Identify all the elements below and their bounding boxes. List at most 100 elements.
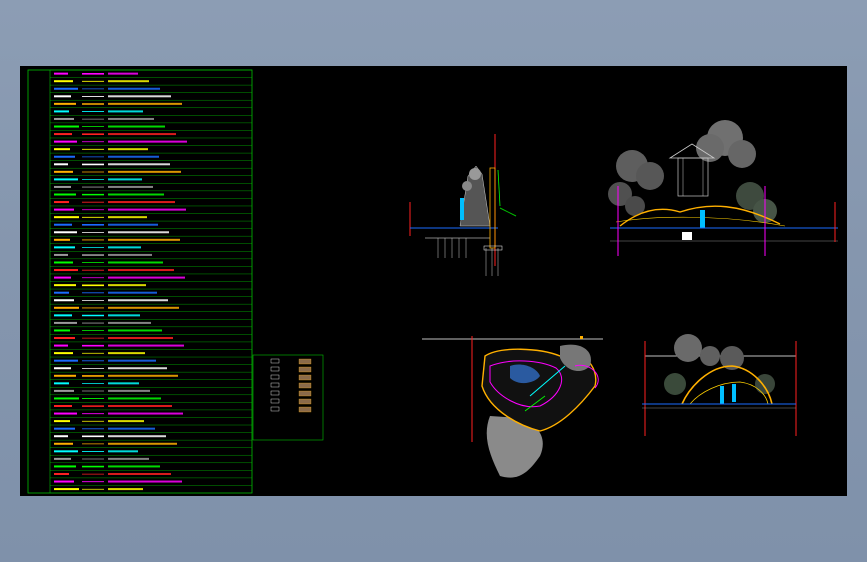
layer-description-mark <box>108 269 174 272</box>
layer-name-mark <box>54 359 78 362</box>
layer-name-mark <box>54 148 70 151</box>
hatch-sample-left <box>270 366 280 372</box>
layer-name-mark <box>54 435 68 438</box>
layer-name-mark <box>54 284 76 287</box>
layer-name-mark <box>54 427 75 430</box>
hatch-sample-right <box>298 366 312 373</box>
layer-description-mark <box>108 314 140 317</box>
layer-description-mark <box>108 442 177 445</box>
layer-description-mark <box>108 125 165 128</box>
layer-description-mark <box>108 321 151 324</box>
layer-description-mark <box>108 216 147 219</box>
site-plan-view <box>422 336 603 478</box>
layer-description-mark <box>108 117 154 120</box>
layer-legend-table <box>27 69 253 494</box>
layer-description-mark <box>108 472 171 475</box>
hatch-sample-left <box>270 382 280 388</box>
layer-description-mark <box>108 148 148 151</box>
layer-name-mark <box>54 72 68 75</box>
layer-description-mark <box>108 238 180 241</box>
layer-description-mark <box>108 87 160 90</box>
layer-name-mark <box>54 299 74 302</box>
layer-name-mark <box>54 314 72 317</box>
layer-name-mark <box>54 238 70 241</box>
layer-description-mark <box>108 208 186 211</box>
layer-name-mark <box>54 374 76 377</box>
layer-name-mark <box>54 201 69 204</box>
layer-description-mark <box>108 359 156 362</box>
layer-name-mark <box>54 246 75 249</box>
layer-description-mark <box>108 276 185 279</box>
layer-name-mark <box>54 276 71 279</box>
layer-name-mark <box>54 291 69 294</box>
layer-name-mark <box>54 344 68 347</box>
layer-description-mark <box>108 140 187 143</box>
layer-description-mark <box>108 397 161 400</box>
hatch-sample-right <box>298 406 312 413</box>
layer-description-mark <box>108 185 153 188</box>
layer-name-mark <box>54 488 79 491</box>
layer-description-mark <box>108 178 142 181</box>
layer-name-mark <box>54 193 76 196</box>
layer-name-mark <box>54 457 71 460</box>
layer-description-mark <box>108 95 171 98</box>
layer-description-mark <box>108 374 178 377</box>
layer-description-mark <box>108 488 143 491</box>
hatch-sample-right <box>298 390 312 397</box>
layer-name-mark <box>54 102 76 105</box>
layer-description-mark <box>108 253 152 256</box>
layer-name-mark <box>54 306 79 309</box>
hatch-sample-left <box>270 406 280 412</box>
layer-description-mark <box>108 299 168 302</box>
layer-name-mark <box>54 480 74 483</box>
layer-description-mark <box>108 133 176 136</box>
layer-name-mark <box>54 140 77 143</box>
cad-model-space[interactable] <box>20 66 847 496</box>
layer-name-mark <box>54 80 73 83</box>
layer-description-mark <box>108 110 143 113</box>
layer-description-mark <box>108 163 170 166</box>
layer-name-mark <box>54 155 75 158</box>
layer-name-mark <box>54 95 71 98</box>
layer-name-mark <box>54 223 72 226</box>
layer-name-mark <box>54 178 78 181</box>
layer-description-mark <box>108 344 184 347</box>
layer-name-mark <box>54 261 73 264</box>
layer-description-mark <box>108 367 167 370</box>
hatch-sample-left <box>270 358 280 364</box>
layer-description-mark <box>108 480 182 483</box>
layer-description-mark <box>108 80 149 83</box>
section-view-left <box>409 134 517 276</box>
hatch-sample-right <box>298 358 312 365</box>
layer-description-mark <box>108 306 179 309</box>
layer-name-mark <box>54 405 72 408</box>
layer-name-mark <box>54 269 78 272</box>
layer-name-mark <box>54 389 74 392</box>
layer-description-mark <box>108 427 155 430</box>
layer-description-mark <box>108 193 164 196</box>
layer-description-mark <box>108 246 141 249</box>
layer-description-mark <box>108 170 181 173</box>
hatch-sample-right <box>298 374 312 381</box>
layer-name-mark <box>54 442 73 445</box>
hatch-sample-right <box>298 398 312 405</box>
layer-description-mark <box>108 337 173 340</box>
layer-name-mark <box>54 397 79 400</box>
layer-name-mark <box>54 337 75 340</box>
layer-name-mark <box>54 450 78 453</box>
layer-description-mark <box>108 450 138 453</box>
hatch-sample-left <box>270 398 280 404</box>
layer-description-mark <box>108 155 159 158</box>
layer-description-mark <box>108 412 183 415</box>
layer-description-mark <box>108 420 144 423</box>
layer-description-mark <box>108 201 175 204</box>
layer-name-mark <box>54 185 71 188</box>
layer-name-mark <box>54 472 69 475</box>
layer-name-mark <box>54 412 77 415</box>
layer-description-mark <box>108 435 166 438</box>
layer-name-mark <box>54 352 73 355</box>
layer-name-mark <box>54 208 74 211</box>
hatch-sample-right <box>298 382 312 389</box>
layer-name-mark <box>54 329 70 332</box>
cad-drawing-canvas[interactable] <box>20 66 847 496</box>
